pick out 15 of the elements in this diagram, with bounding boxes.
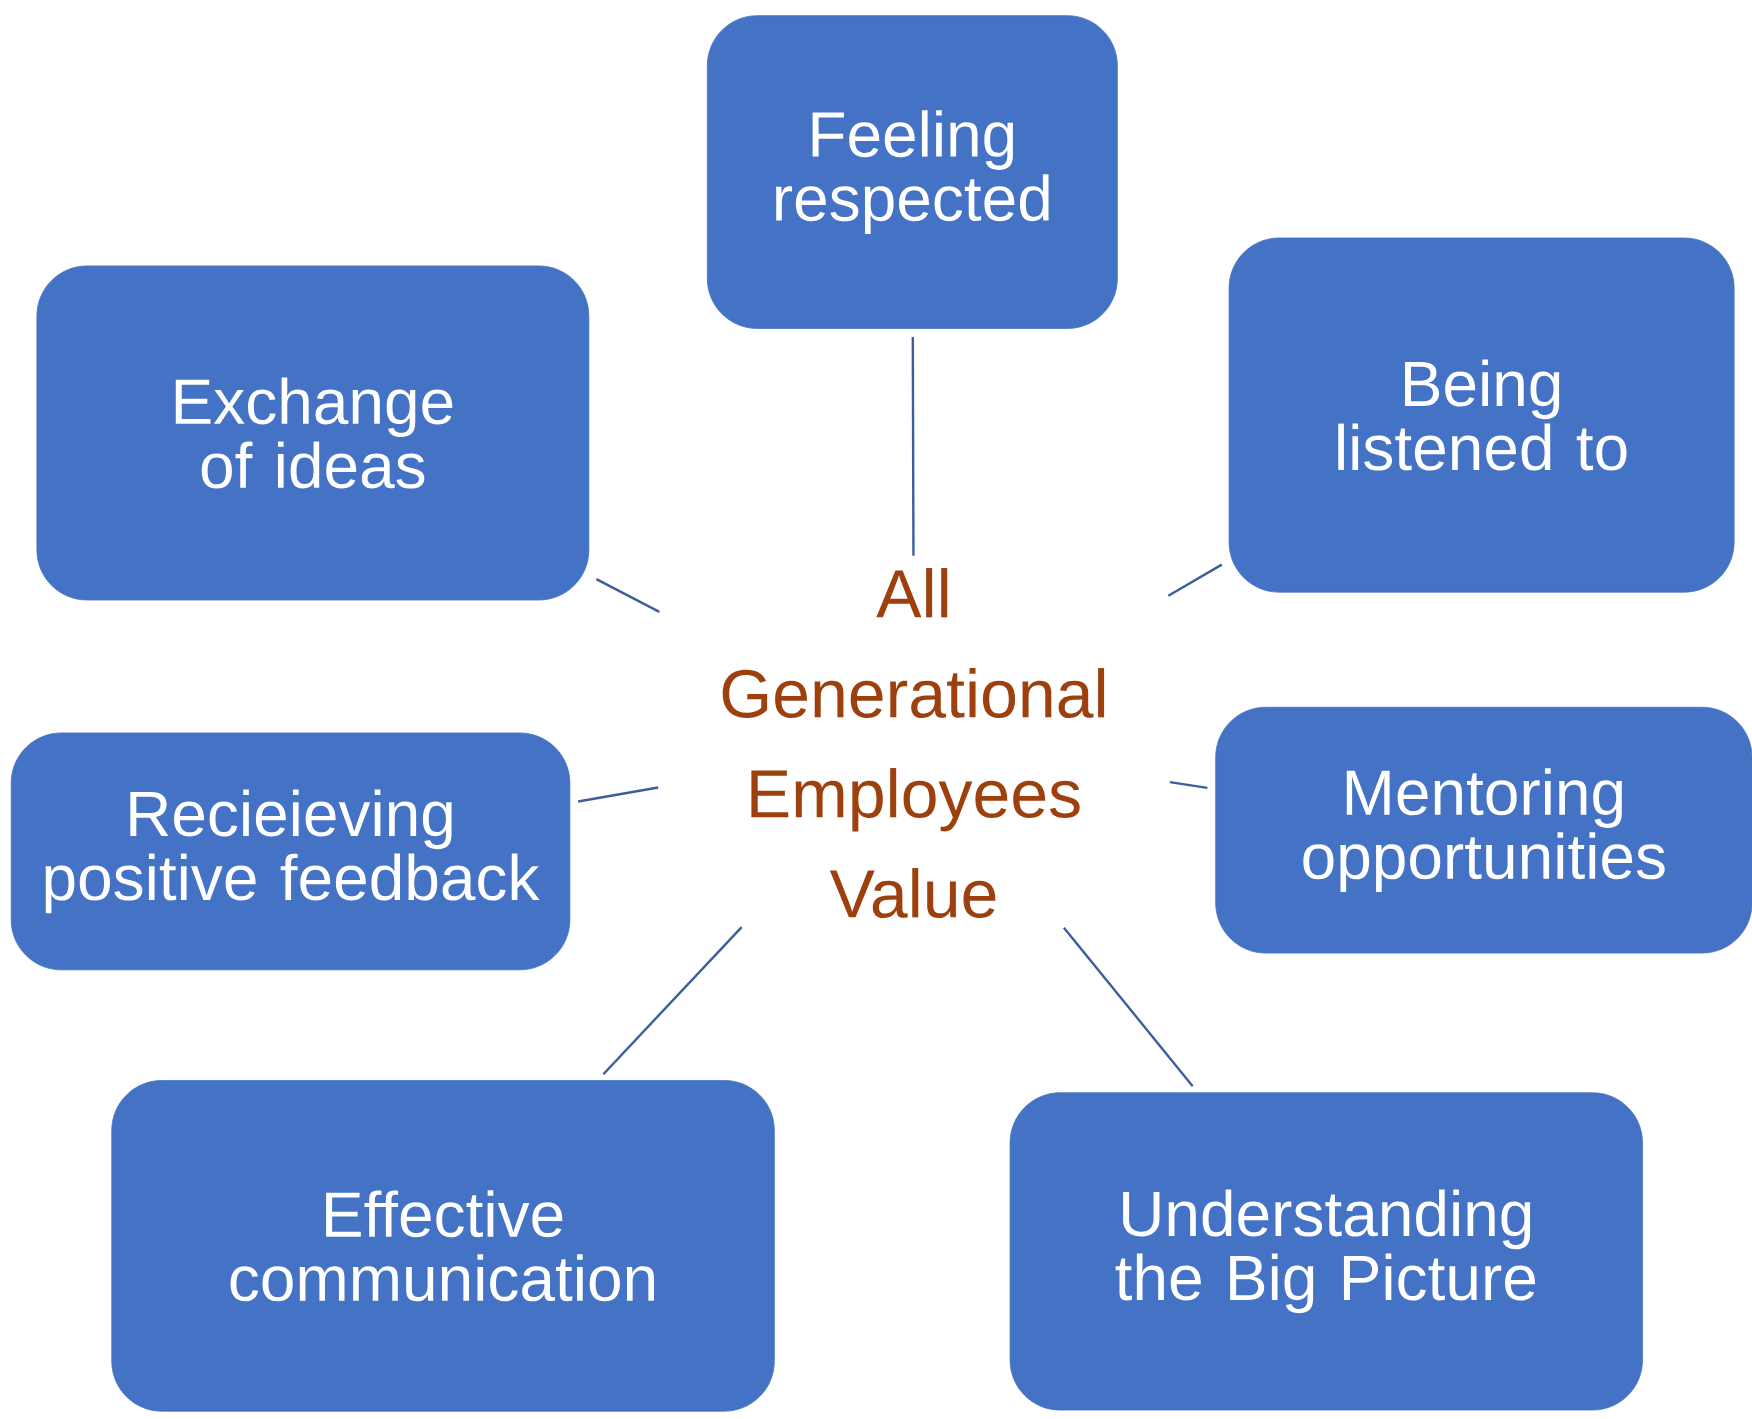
connector-line (1062, 926, 1194, 1087)
connector-line (602, 926, 743, 1076)
connector-line (1169, 780, 1208, 790)
rounded-box: Understanding the Big Picture (1009, 1092, 1643, 1411)
rounded-box: Recieieving positive feedback (10, 732, 571, 971)
rounded-box: Effective communication (111, 1080, 775, 1412)
connector-line (595, 578, 660, 613)
center-text: All Generational Employees Value (722, 568, 1105, 918)
connector-line (1167, 563, 1223, 597)
rounded-box: Exchange of ideas (36, 265, 590, 601)
rounded-box: Being listened to (1228, 237, 1735, 593)
connector-line (577, 786, 659, 803)
connector-line (911, 336, 915, 556)
rounded-box: Mentoring opportunities (1215, 706, 1752, 954)
rounded-box: Feeling respected (706, 15, 1118, 329)
